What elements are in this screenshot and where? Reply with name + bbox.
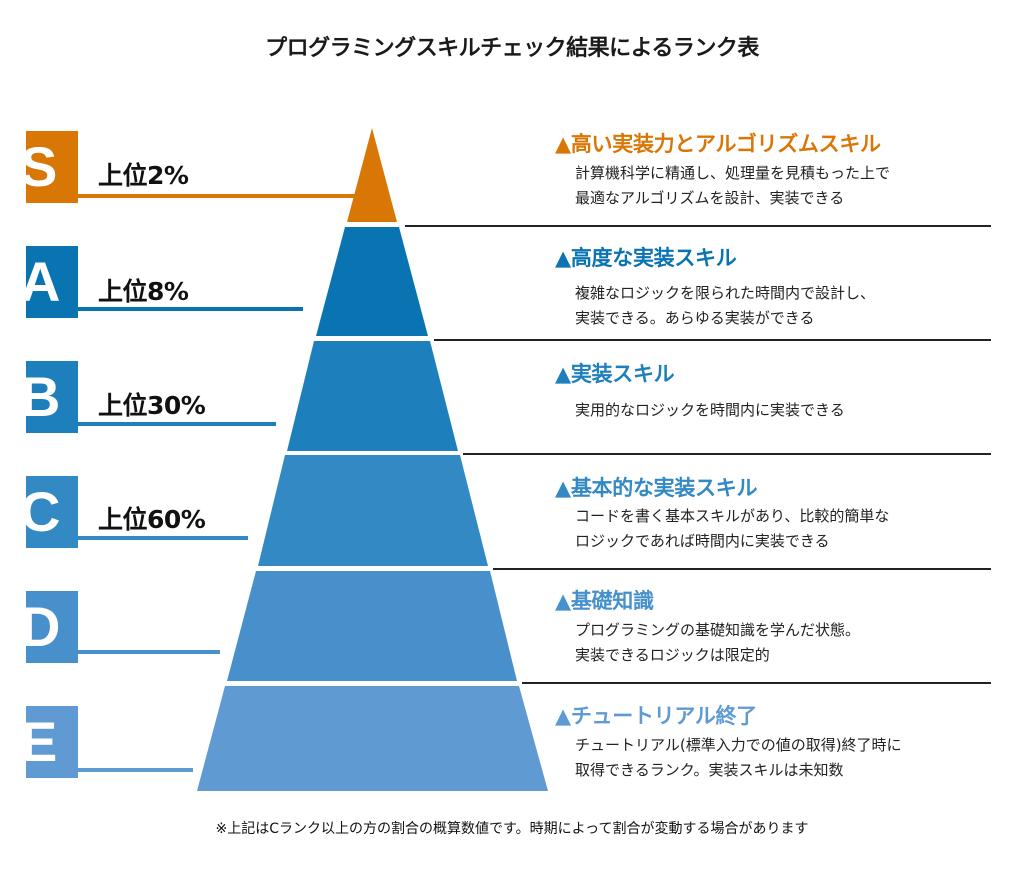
separator-line — [522, 682, 991, 684]
rank-badge-s: S — [26, 131, 78, 203]
rank-desc-e: チュートリアル(標準入力での値の取得)終了時に 取得できるランク。実装スキルは未… — [575, 733, 902, 783]
pyramid-layer-c — [258, 455, 488, 566]
connector-d — [78, 650, 220, 654]
rank-letter: S — [26, 135, 58, 198]
rank-heading-e: ▲チュートリアル終了 — [555, 704, 757, 728]
rank-desc-c: コードを書く基本スキルがあり、比較的簡単な ロジックであれば時間内に実装できる — [575, 504, 889, 554]
desc-line: 実装できるロジックは限定的 — [575, 646, 770, 664]
connector-s — [78, 194, 360, 198]
connector-b — [78, 422, 276, 426]
desc-line: 複雑なロジックを限られた時間内で設計し、 — [575, 284, 876, 302]
rank-desc-s: 計算機科学に精通し、処理量を見積もった上で 最適なアルゴリズムを設計、実装できる — [575, 161, 890, 211]
rank-badge-c: C — [26, 476, 78, 548]
desc-line: コードを書く基本スキルがあり、比較的簡単な — [575, 507, 890, 525]
desc-line: 最適なアルゴリズムを設計、実装できる — [575, 189, 845, 207]
page-title: プログラミングスキルチェック結果によるランク表 — [265, 36, 759, 61]
separator-line — [493, 568, 991, 570]
pyramid-layer-d — [227, 571, 517, 681]
rank-desc-d: プログラミングの基礎知識を学んだ状態。 実装できるロジックは限定的 — [575, 618, 860, 668]
pyramid-layer-b — [287, 341, 458, 451]
rank-percent-s: 上位2% — [98, 161, 189, 190]
separator-line — [405, 225, 991, 227]
rank-heading-s: ▲高い実装力とアルゴリズムスキル — [555, 132, 881, 156]
pyramid-layer-s — [347, 128, 397, 222]
rank-heading-c: ▲基本的な実装スキル — [555, 476, 758, 500]
footnote: ※上記はCランク以上の方の割合の概算数値です。時期によって割合が変動する場合があ… — [215, 821, 809, 837]
rank-badge-a: A — [26, 246, 78, 318]
rank-letter: A — [26, 250, 61, 313]
rank-percent-b: 上位30% — [98, 391, 206, 420]
desc-line: 計算機科学に精通し、処理量を見積もった上で — [575, 164, 891, 182]
rank-badge-b: B — [26, 361, 78, 433]
pyramid-layer-e — [197, 686, 548, 791]
desc-line: 実用的なロジックを時間内に実装できる — [575, 401, 845, 419]
rank-letter: B — [26, 365, 61, 428]
connector-a — [78, 307, 303, 311]
rank-heading-d: ▲基礎知識 — [555, 589, 654, 613]
pyramid-layer-a — [316, 227, 428, 336]
rank-percent-a: 上位8% — [98, 277, 189, 306]
desc-line: 取得できるランク。実装スキルは未知数 — [575, 761, 844, 779]
desc-line: プログラミングの基礎知識を学んだ状態。 — [575, 621, 861, 639]
connector-e — [78, 768, 193, 772]
rank-heading-b: ▲実装スキル — [555, 362, 675, 386]
connector-c — [78, 536, 248, 540]
rank-desc-a: 複雑なロジックを限られた時間内で設計し、 実装できる。あらゆる実装ができる — [575, 281, 875, 331]
rank-badge-e: E — [26, 706, 78, 778]
desc-line: ロジックであれば時間内に実装できる — [575, 532, 830, 550]
rank-desc-b: 実用的なロジックを時間内に実装できる — [575, 398, 845, 423]
desc-line: 実装できる。あらゆる実装ができる — [575, 309, 815, 327]
rank-badge-d: D — [26, 591, 78, 663]
rank-letter: D — [26, 595, 61, 658]
rank-heading-a: ▲高度な実装スキル — [555, 246, 737, 270]
separator-line — [463, 453, 991, 455]
rank-letter: E — [26, 710, 58, 773]
rank-letter: C — [26, 480, 61, 543]
rank-percent-c: 上位60% — [98, 505, 206, 534]
desc-line: チュートリアル(標準入力での値の取得)終了時に — [575, 736, 902, 754]
separator-line — [434, 339, 991, 341]
